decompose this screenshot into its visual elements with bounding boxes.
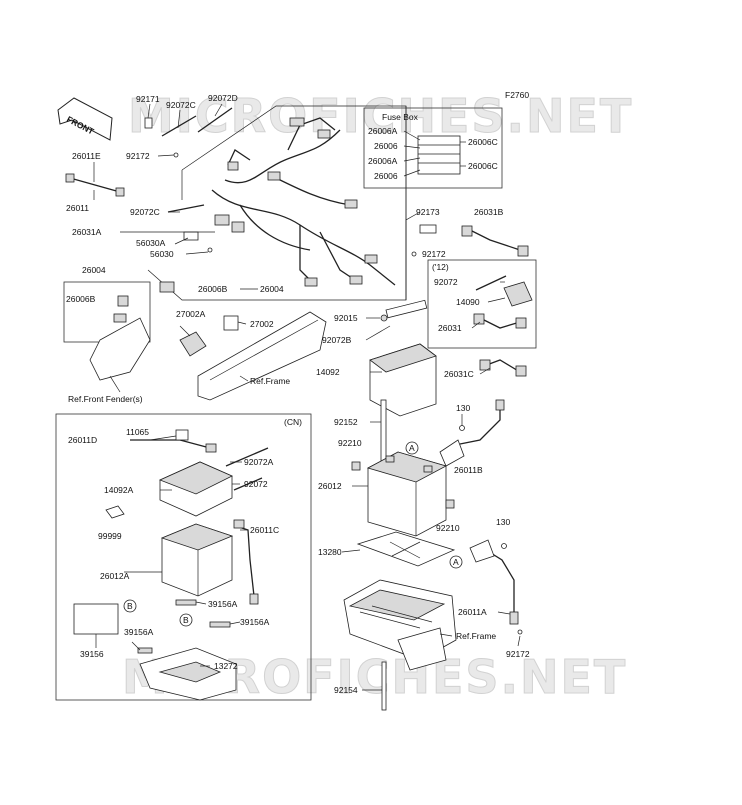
- label-cn-13272: 13272: [214, 661, 238, 671]
- front-arrow-icon: FRONT: [57, 97, 113, 141]
- label-130-top: 130: [456, 403, 470, 413]
- label-26031c: 26031C: [444, 369, 474, 379]
- label-92072-right: 92072: [434, 277, 458, 287]
- label-fb-26006: 26006: [374, 141, 398, 151]
- label-26012: 26012: [318, 481, 342, 491]
- label-56030a: 56030A: [136, 238, 166, 248]
- fuse-box-group: [363, 107, 503, 189]
- label-cn-39156a-3: 39156A: [124, 627, 154, 637]
- label-92154: 92154: [334, 685, 358, 695]
- label-92173: 92173: [416, 207, 440, 217]
- label-14090: 14090: [456, 297, 480, 307]
- fuse-box-title: Fuse Box: [382, 112, 419, 122]
- cable-26011a: A: [449, 539, 523, 647]
- watermark-top: MICROFICHES.NET: [128, 89, 633, 143]
- circle-b-label-2: B: [183, 615, 189, 625]
- tray-13280: [341, 531, 456, 567]
- label-92210-top: 92210: [338, 438, 362, 448]
- cable-26011b: [439, 399, 505, 467]
- label-26011e: 26011E: [72, 151, 101, 161]
- circle-a-label-bottom: A: [453, 557, 459, 567]
- figure-code: F2760: [505, 90, 529, 100]
- label-92072c-mid: 92072C: [130, 207, 160, 217]
- label-cn-14092a: 14092A: [104, 485, 134, 495]
- circle-a-label-top: A: [409, 443, 415, 453]
- label-ref-front-fender: Ref.Front Fender(s): [68, 394, 143, 404]
- label-26031: 26031: [438, 323, 462, 333]
- battery-26012: A: [351, 441, 455, 537]
- label-ref-frame-bot: Ref.Frame: [456, 631, 496, 641]
- label-cn-39156a-1: 39156A: [208, 599, 238, 609]
- label-26011: 26011: [66, 203, 89, 213]
- relay-and-frame-top: [179, 311, 327, 401]
- label-cn-11065: 11065: [126, 427, 149, 437]
- label-92210-bot: 92210: [436, 523, 460, 533]
- label-fb-26006c-1: 26006C: [468, 137, 498, 147]
- label-13280: 13280: [318, 547, 342, 557]
- leader-lines-top-left: [93, 103, 258, 290]
- label-fb-26006-2: 26006: [374, 171, 398, 181]
- label-92015: 92015: [334, 313, 358, 323]
- label-27002a: 27002A: [176, 309, 206, 319]
- label-26004-mid: 26004: [260, 284, 284, 294]
- label-cn-39156: 39156: [80, 649, 104, 659]
- label-fb-26006a-2: 26006A: [368, 156, 398, 166]
- label-fb-26006a-1: 26006A: [368, 126, 398, 136]
- label-fb-26006c-2: 26006C: [468, 161, 498, 171]
- battery-case-right: [365, 299, 527, 417]
- wire-harness-26031a: [211, 117, 396, 287]
- bracket-frame-bottom: [343, 579, 457, 711]
- label-27002: 27002: [250, 319, 274, 329]
- label-cn-26012a: 26012A: [100, 571, 130, 581]
- small-parts-top: [65, 107, 233, 293]
- label-26011a: 26011A: [458, 607, 487, 617]
- label-92152: 92152: [334, 417, 358, 427]
- label-92172-right: 92172: [422, 249, 446, 259]
- label-14092: 14092: [316, 367, 340, 377]
- circle-b-label-1: B: [127, 601, 133, 611]
- label-cn-99999: 99999: [98, 531, 122, 541]
- cn-tag: (CN): [284, 417, 302, 427]
- label-130-bot: 130: [496, 517, 510, 527]
- label-92072d: 92072D: [208, 93, 238, 103]
- year-tag: ('12): [432, 262, 449, 272]
- label-92171: 92171: [136, 94, 160, 104]
- label-26004-left: 26004: [82, 265, 106, 275]
- label-92172-bot: 92172: [506, 649, 530, 659]
- part-labels: 92171 92072C 92072D 92172 26011E 26011 9…: [66, 93, 530, 695]
- label-92072b: 92072B: [322, 335, 352, 345]
- label-26011b: 26011B: [454, 465, 483, 475]
- label-26031b: 26031B: [474, 207, 504, 217]
- label-92172-top: 92172: [126, 151, 150, 161]
- label-92072c-top: 92072C: [166, 100, 196, 110]
- label-ref-frame-top: Ref.Frame: [250, 376, 290, 386]
- label-26006b-left: 26006B: [66, 294, 96, 304]
- right-upper-parts: [405, 211, 537, 349]
- cn-variant-box: B B: [55, 413, 312, 701]
- label-26006b-mid: 26006B: [198, 284, 228, 294]
- label-56030: 56030: [150, 249, 174, 259]
- label-cn-26011d: 26011D: [68, 435, 97, 445]
- label-cn-92072: 92072: [244, 479, 268, 489]
- left-mid-parts: [63, 281, 151, 393]
- label-cn-39156a-2: 39156A: [240, 617, 270, 627]
- label-cn-92072a: 92072A: [244, 457, 274, 467]
- label-cn-26011c: 26011C: [250, 525, 279, 535]
- label-26031a: 26031A: [72, 227, 102, 237]
